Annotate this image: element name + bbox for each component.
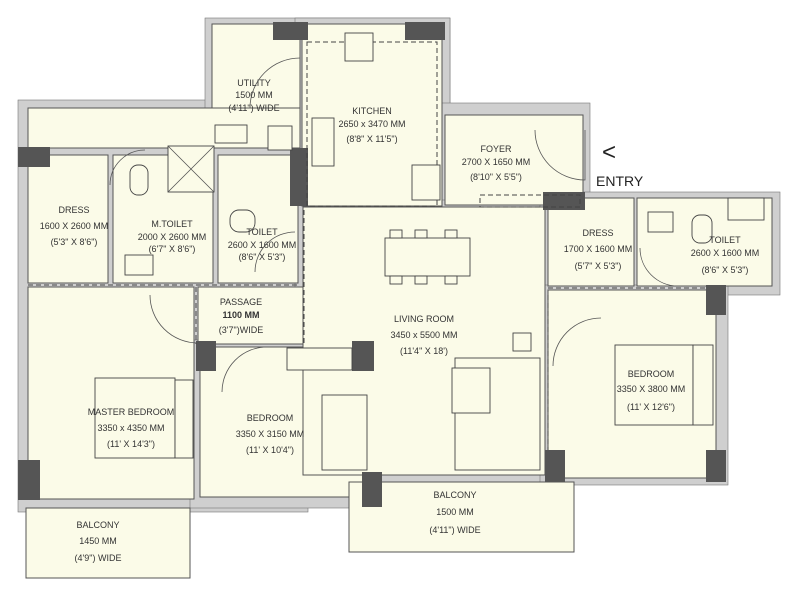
toilet-right-name: TOILET [709, 235, 741, 245]
bedroom-mid-size: 3350 X 3150 MM [236, 429, 305, 439]
dress-left-area [27, 154, 109, 284]
utility-imperial: (4'11") WIDE [228, 103, 279, 113]
kitchen-size: 2650 x 3470 MM [338, 119, 405, 129]
m-toilet-imperial: (6'7" X 8'6") [149, 244, 196, 254]
dress-right-name: DRESS [582, 228, 613, 238]
balcony-center-size: 1500 MM [436, 507, 474, 517]
room-labels: UTILITY 1500 MM (4'11") WIDE KITCHEN 265… [40, 78, 760, 563]
m-toilet-name: M.TOILET [151, 219, 193, 229]
entry-arrow-icon: < [602, 139, 616, 166]
bedroom-mid-name: BEDROOM [247, 413, 294, 423]
dress-left-size: 1600 X 2600 MM [40, 221, 109, 231]
dress-left-name: DRESS [58, 205, 89, 215]
toilet-left-size: 2600 X 1600 MM [228, 240, 297, 250]
toilet-left-name: TOILET [246, 227, 278, 237]
foyer-area [444, 114, 584, 206]
master-bedroom-size: 3350 x 4350 MM [97, 423, 164, 433]
m-toilet-size: 2000 X 2600 MM [138, 232, 207, 242]
balcony-left-imperial: (4'9") WIDE [75, 553, 122, 563]
balcony-center-name: BALCONY [433, 490, 476, 500]
kitchen-name: KITCHEN [352, 106, 392, 116]
dress-right-imperial: (5'7" X 5'3") [575, 261, 622, 271]
bedroom-right-imperial: (11' X 12'6") [627, 402, 675, 412]
master-bedroom-name: MASTER BEDROOM [88, 407, 175, 417]
dress-right-area [547, 197, 635, 287]
utility-name: UTILITY [237, 78, 271, 88]
utility-size: 1500 MM [235, 90, 273, 100]
bed-master [94, 377, 176, 459]
columns [18, 22, 726, 507]
kitchen-imperial: (8'8" X 11'5") [346, 134, 397, 144]
bedroom-mid-imperial: (11' X 10'4") [246, 445, 294, 455]
balcony-left-size: 1450 MM [79, 536, 117, 546]
balcony-left-area [25, 507, 191, 579]
balcony-center-imperial: (4'11") WIDE [429, 525, 480, 535]
dining-table [384, 237, 471, 277]
bedroom-right-name: BEDROOM [628, 369, 675, 379]
dress-right-size: 1700 X 1600 MM [564, 244, 633, 254]
foyer-size: 2700 X 1650 MM [462, 157, 531, 167]
foyer-imperial: (8'10" X 5'5") [470, 172, 522, 182]
bedroom-right-size: 3350 X 3800 MM [617, 384, 686, 394]
toilet-left-imperial: (8'6" X 5'3") [239, 252, 286, 262]
living-size: 3450 x 5500 MM [390, 330, 457, 340]
dress-left-imperial: (5'3" X 8'6") [51, 237, 98, 247]
passage-imperial: (3'7")WIDE [219, 325, 263, 335]
passage-size: 1100 MM [222, 310, 259, 320]
living-imperial: (11'4" X 18') [400, 346, 448, 356]
fixtures [94, 32, 765, 471]
bed-mid [321, 394, 368, 471]
living-name: LIVING ROOM [394, 314, 454, 324]
top-strip [27, 107, 301, 149]
toilet-right-size: 2600 X 1600 MM [691, 248, 760, 258]
master-bedroom-imperial: (11' X 14'3") [107, 439, 155, 449]
passage-name: PASSAGE [220, 297, 262, 307]
balcony-center-area [348, 481, 575, 553]
balcony-left-name: BALCONY [76, 520, 119, 530]
foyer-name: FOYER [480, 144, 512, 154]
toilet-right-imperial: (8'6" X 5'3") [702, 265, 749, 275]
entry-label[interactable]: ENTRY [596, 173, 644, 189]
bed-right [614, 344, 694, 426]
